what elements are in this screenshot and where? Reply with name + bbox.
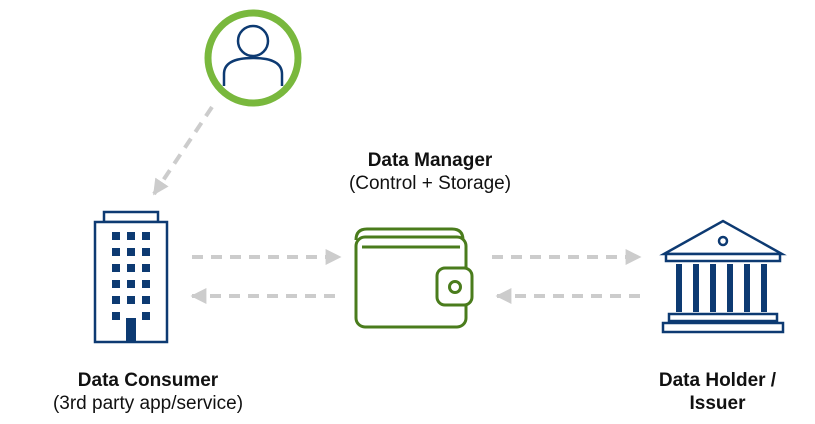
holder-label: Data Holder / Issuer [620,370,815,416]
consumer-label: Data Consumer (3rd party app/service) [0,370,296,416]
user-icon [204,9,302,107]
wallet-icon [354,227,474,329]
holder-title-line1: Data Holder / [658,370,777,391]
manager-subtitle: (Control + Storage) [348,172,512,194]
manager-label: Data Manager (Control + Storage) [300,150,560,196]
manager-title: Data Manager [367,150,493,171]
bank-building-icon [659,219,787,334]
arrow-user-to-consumer [152,105,214,196]
office-building-icon [93,210,169,344]
consumer-title: Data Consumer [77,370,219,391]
holder-title-line2: Issuer [689,392,746,414]
consumer-subtitle: (3rd party app/service) [52,392,244,414]
